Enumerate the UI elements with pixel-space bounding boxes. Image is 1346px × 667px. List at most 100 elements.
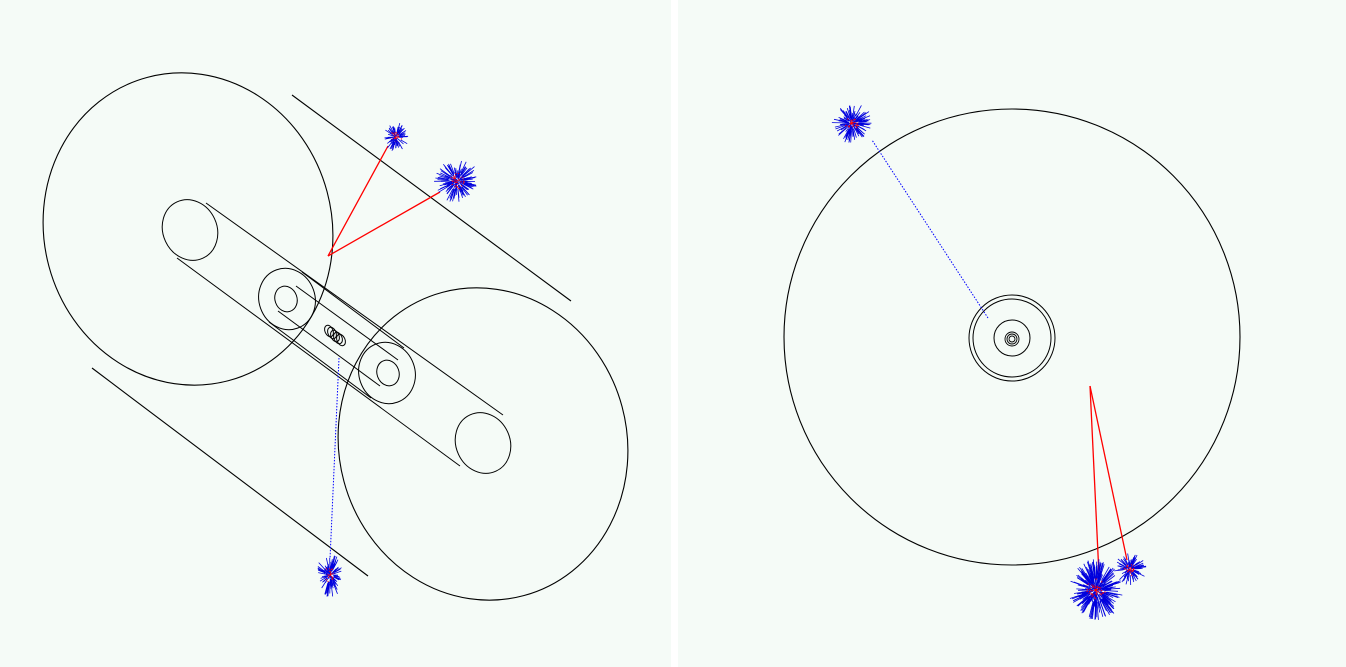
cluster-hit <box>332 582 338 594</box>
cluster-hit <box>1097 599 1101 613</box>
cluster-hit <box>459 186 466 197</box>
perspective-view-panel <box>0 0 671 667</box>
cluster-hit <box>326 557 329 569</box>
cluster-hit <box>855 128 863 138</box>
cluster-core-hit <box>454 181 456 183</box>
cluster-hit <box>1081 570 1091 583</box>
cluster-core-hit <box>325 579 328 581</box>
cluster-core-hit <box>456 186 459 189</box>
cluster-hit <box>465 182 477 186</box>
cluster-hit <box>1128 570 1130 575</box>
cluster-hit <box>463 172 473 178</box>
cluster-hit <box>858 120 869 123</box>
cluster-hit <box>1105 592 1120 598</box>
cluster-hit <box>446 164 454 175</box>
cluster-hit <box>1102 597 1114 610</box>
cluster-hit <box>1100 593 1109 601</box>
cluster-hit <box>858 115 871 121</box>
cluster-hit <box>1098 601 1104 617</box>
cluster-right-3 <box>1114 553 1147 586</box>
cluster-hit <box>437 179 450 181</box>
cluster-hit <box>852 127 854 136</box>
cluster-hit <box>848 105 852 117</box>
cluster-hit <box>445 175 454 180</box>
cluster-hit <box>399 133 406 137</box>
cluster-hit <box>459 186 464 195</box>
cluster-hit <box>460 167 468 176</box>
cluster-core-hit <box>851 119 853 121</box>
cluster-core-hit <box>454 181 457 184</box>
hit-clusters <box>317 122 477 597</box>
cluster-hit <box>461 179 468 181</box>
cluster-core-hit <box>1130 574 1133 576</box>
cluster-hit <box>1098 583 1104 588</box>
cluster-core-hit <box>395 132 397 134</box>
cluster-hit <box>1097 593 1102 603</box>
cluster-hit <box>317 567 326 573</box>
cluster-hit <box>1123 573 1128 582</box>
cluster-core-hit <box>327 580 329 583</box>
cluster-hit <box>855 105 862 117</box>
cluster-hit <box>399 130 407 135</box>
cluster-core-hit <box>453 175 455 178</box>
cluster-hit <box>1132 554 1138 564</box>
cluster-core-hit <box>1092 585 1094 587</box>
cluster-hit <box>1128 562 1131 568</box>
cluster-hit <box>440 170 451 177</box>
cluster-hit <box>463 183 473 189</box>
cluster-hit <box>1135 560 1144 566</box>
cluster-hit <box>449 188 455 199</box>
cluster-hit <box>856 123 864 126</box>
cluster-hit <box>1127 553 1130 564</box>
cluster-left-3 <box>317 555 342 597</box>
outer-cylinder-bottom-edge <box>91 367 369 577</box>
cluster-core-hit <box>853 121 856 124</box>
cluster-hit <box>1076 596 1089 607</box>
cluster-hit <box>399 132 406 136</box>
cluster-core-hit <box>455 172 457 175</box>
panel-divider <box>671 0 678 667</box>
cluster-hit <box>387 141 393 149</box>
cluster-core-hit <box>854 119 856 121</box>
inner-ring-inner <box>993 319 1031 357</box>
cluster-hit <box>462 182 472 188</box>
cluster-core-hit <box>451 183 454 186</box>
cluster-core-hit <box>1123 567 1126 570</box>
cluster-hit <box>1083 563 1092 580</box>
cluster-hit <box>392 126 396 133</box>
cluster-hit <box>460 166 467 176</box>
cluster-hit <box>460 177 469 181</box>
cluster-core-hit <box>1096 585 1099 588</box>
cluster-hit <box>1090 563 1095 580</box>
cluster-hit <box>1081 598 1091 612</box>
cluster-hit <box>389 141 395 150</box>
cluster-hit <box>1088 594 1094 605</box>
cluster-hit <box>1089 601 1094 619</box>
cluster-core-hit <box>850 120 852 122</box>
hit-clusters <box>831 105 1147 620</box>
cluster-hit <box>1077 584 1090 589</box>
cluster-core-hit <box>454 184 457 187</box>
cluster-hit <box>1132 572 1139 580</box>
cluster-hit <box>457 184 461 192</box>
cluster-hit <box>1124 569 1129 573</box>
cluster-hit <box>856 127 865 135</box>
cluster-hit <box>388 138 394 143</box>
cluster-hit <box>444 166 453 176</box>
cluster-hit <box>322 575 328 577</box>
cluster-hit <box>439 182 451 187</box>
outer-cylinder-top-edge <box>291 94 572 302</box>
cluster-hit <box>847 127 851 135</box>
cluster-core-hit <box>850 122 853 124</box>
cluster-hit <box>1102 572 1114 583</box>
cluster-hit <box>463 177 475 181</box>
cluster-core-hit <box>1090 589 1092 592</box>
cluster-hit <box>439 175 451 180</box>
cluster-right-2 <box>1069 559 1123 620</box>
cluster-hit <box>1123 558 1128 566</box>
cluster-core-hit <box>1128 569 1130 572</box>
cluster-hit <box>850 130 852 143</box>
cluster-core-hit <box>393 132 396 134</box>
cluster-hit <box>1133 569 1140 573</box>
cluster-hit <box>1127 573 1130 582</box>
